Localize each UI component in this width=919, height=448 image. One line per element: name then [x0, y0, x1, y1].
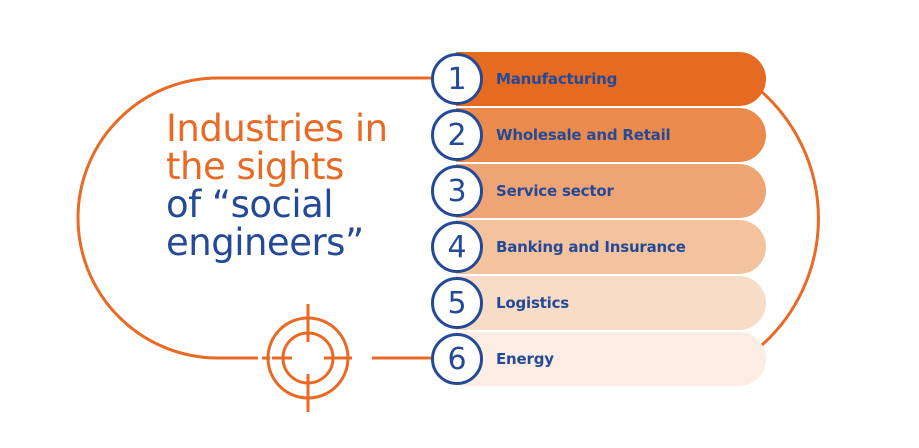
industry-row-3: Service sector: [456, 164, 766, 218]
industry-row-5: Logistics: [456, 276, 766, 330]
industry-label: Logistics: [496, 294, 570, 312]
rank-badge-2: 2: [431, 109, 483, 161]
headline-line-2: the sights: [166, 145, 344, 188]
rank-badge-5: 5: [431, 277, 483, 329]
rank-badge-3: 3: [431, 165, 483, 217]
industry-label: Banking and Insurance: [496, 238, 686, 256]
rank-badge-1: 1: [431, 53, 483, 105]
industry-label: Manufacturing: [496, 70, 618, 88]
industry-label: Service sector: [496, 182, 614, 200]
industry-row-6: Energy: [456, 332, 766, 386]
industry-row-4: Banking and Insurance: [456, 220, 766, 274]
headline-line-4: engineers”: [166, 221, 364, 264]
industry-row-2: Wholesale and Retail: [456, 108, 766, 162]
headline: Industries in the sights of “social engi…: [166, 110, 388, 262]
crosshair-target-icon: [266, 304, 352, 412]
industry-label: Wholesale and Retail: [496, 126, 671, 144]
industry-row-1: Manufacturing: [456, 52, 766, 106]
headline-line-3: of “social: [166, 183, 334, 226]
headline-line-1: Industries in: [166, 107, 388, 150]
industry-label: Energy: [496, 350, 554, 368]
rank-badge-6: 6: [431, 333, 483, 385]
rank-badge-4: 4: [431, 221, 483, 273]
